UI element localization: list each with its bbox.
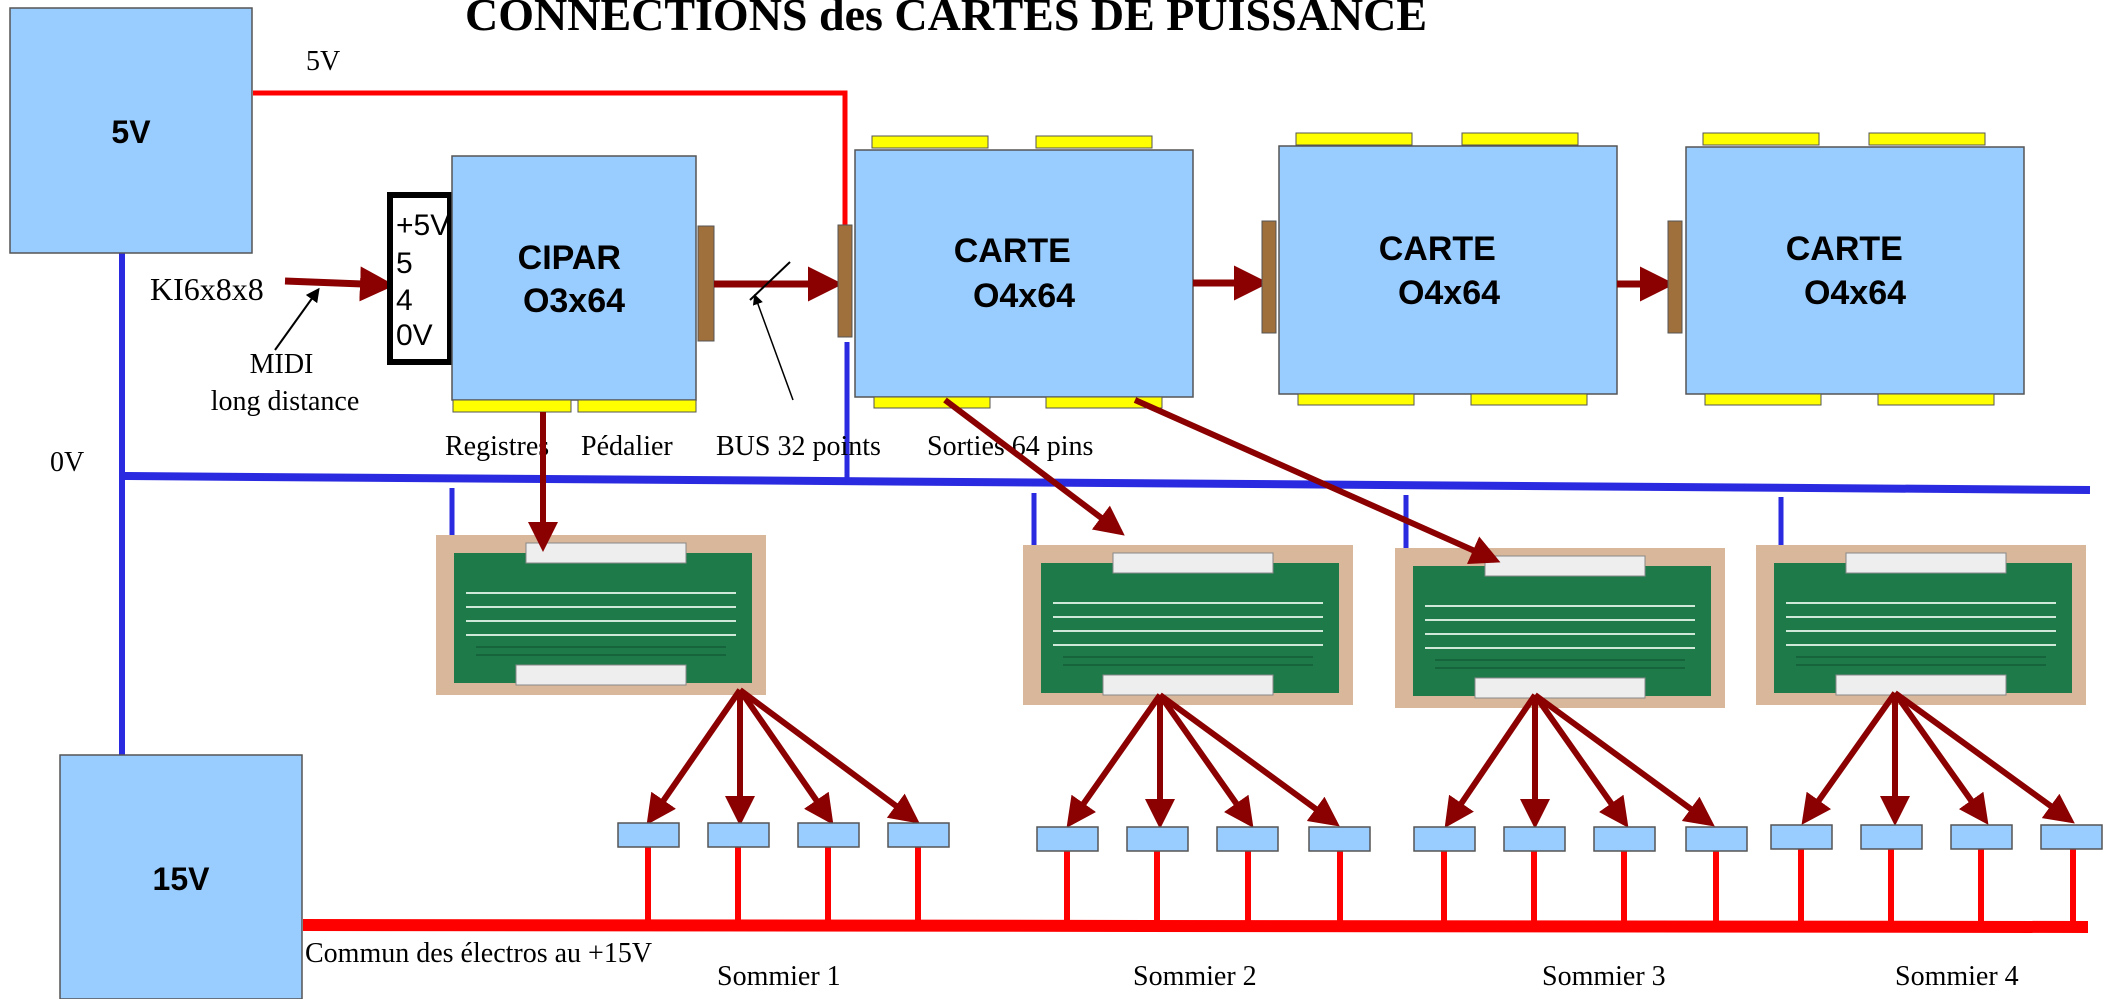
supply-15v: 15V <box>59 754 303 999</box>
supply-15v-label: 15V <box>153 861 211 897</box>
rail-5v-red <box>253 90 848 225</box>
carte-1-label: CARTE O4x64 <box>954 232 1081 315</box>
pin-4: 0V <box>396 319 433 352</box>
sortie-pcb-2 <box>1022 544 1354 706</box>
supply-5v-rail-label: 5V <box>306 46 340 77</box>
midi-annotation: MIDI long distance <box>211 349 360 417</box>
sommier-1-label: Sommier 1 <box>717 961 841 992</box>
cipar-label: CIPAR O3x64 <box>518 239 631 320</box>
sommier-3-label: Sommier 3 <box>1542 961 1666 992</box>
diagram-title: CONNECTIONS des CARTES DE PUISSANCE <box>465 0 1427 40</box>
carte-2-label: CARTE O4x64 <box>1379 230 1506 312</box>
pcb-fanout-arrows <box>646 687 2075 829</box>
cipar-output-registres: Registres <box>445 431 549 462</box>
midi-source-label: KI6x8x8 <box>150 271 264 307</box>
bus-slash <box>749 261 791 301</box>
bus-label: BUS 32 points <box>716 431 881 462</box>
carte-board-2: CARTE O4x64 <box>1261 132 1618 406</box>
board-to-pcb-arrows <box>528 397 1501 564</box>
pin-connector: +5V 5 4 0V <box>387 192 453 365</box>
sortie-pcb-3 <box>1394 547 1726 709</box>
pin-1: +5V <box>396 209 450 242</box>
cipar-board: CIPAR O3x64 <box>451 155 715 413</box>
rail-0v-bus <box>121 472 2091 494</box>
pin-3: 4 <box>396 284 413 317</box>
bus-pointer <box>752 294 794 401</box>
sommier-2-label: Sommier 2 <box>1133 961 1257 992</box>
supply-15v-rail-label: Commun des électros au +15V <box>305 938 652 969</box>
supply-0v-label: 0V <box>50 447 84 478</box>
sortie-pcb-1 <box>435 534 767 696</box>
rail-15v-red <box>302 919 2089 933</box>
electro-magnets <box>617 822 2103 923</box>
midi-pointer <box>274 287 320 351</box>
carte-board-1: CARTE O4x64 <box>837 135 1194 409</box>
supply-5v: 5V <box>9 7 253 254</box>
carte-3-label: CARTE O4x64 <box>1786 230 1913 312</box>
midi-arrow <box>284 266 395 302</box>
cipar-output-pedalier: Pédalier <box>581 431 673 462</box>
carte-board-3: CARTE O4x64 <box>1667 132 2025 406</box>
sommier-4-label: Sommier 4 <box>1895 961 2019 992</box>
supply-5v-label: 5V <box>111 114 151 150</box>
pin-2: 5 <box>396 247 413 280</box>
power-rails <box>119 90 2091 933</box>
sortie-pcb-4 <box>1755 544 2087 706</box>
